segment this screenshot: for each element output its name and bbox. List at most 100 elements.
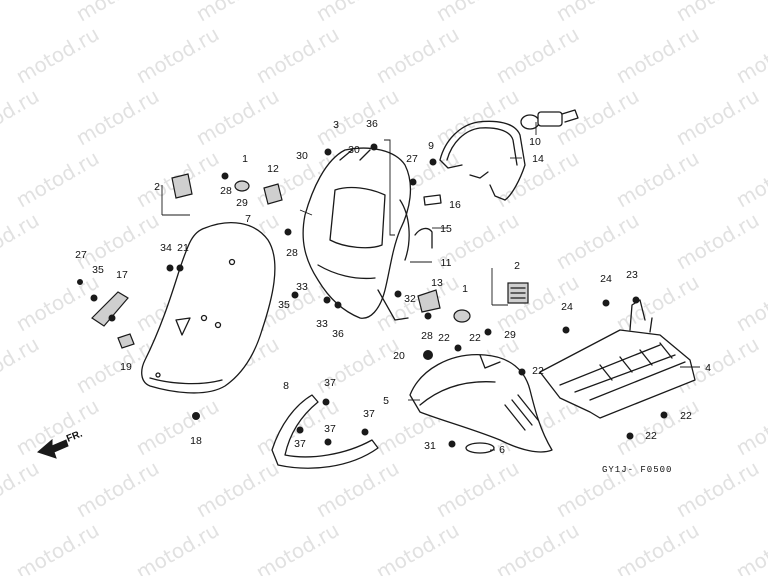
watermark-text: motod.ru <box>612 22 703 89</box>
watermark-text: motod.ru <box>192 456 283 523</box>
watermark-text: motod.ru <box>72 208 163 275</box>
watermark-text: motod.ru <box>0 84 43 151</box>
callout-13: 13 <box>431 277 443 289</box>
clip-19-part <box>117 333 135 349</box>
watermark-text: motod.ru <box>732 270 768 337</box>
watermark-text: motod.ru <box>252 22 343 89</box>
callout-28: 28 <box>220 185 232 197</box>
callout-8: 8 <box>283 380 289 392</box>
callout-37b: 37 <box>363 408 375 420</box>
watermark-text: motod.ru <box>0 0 43 26</box>
callout-23: 23 <box>626 269 638 281</box>
callout-37c: 37 <box>294 438 306 450</box>
watermark-text: motod.ru <box>552 84 643 151</box>
callout-15: 15 <box>440 223 452 235</box>
watermark-text: motod.ru <box>672 456 763 523</box>
watermark-text: motod.ru <box>372 22 463 89</box>
callout-32: 33 <box>316 318 328 330</box>
callout-19: 19 <box>120 361 132 373</box>
callout-37a: 37 <box>324 377 336 389</box>
callout-25: 27 <box>406 153 418 165</box>
watermark-text: motod.ru <box>72 456 163 523</box>
watermark-text: motod.ru <box>492 518 583 576</box>
front-cover-part <box>141 222 276 394</box>
watermark-text: motod.ru <box>432 0 523 26</box>
callout-30b: 31 <box>424 440 436 452</box>
watermark-text: motod.ru <box>132 518 223 576</box>
callout-24b: 24 <box>561 301 573 313</box>
callout-28c: 29 <box>504 329 516 341</box>
cap-1b-part <box>453 309 471 323</box>
watermark-text: motod.ru <box>612 518 703 576</box>
cap-1-part <box>234 180 250 192</box>
callout-26: 27 <box>75 249 87 261</box>
callout-22b: 22 <box>469 332 481 344</box>
callout-12: 12 <box>267 163 279 175</box>
callout-31: 32 <box>404 293 416 305</box>
callout-22d: 22 <box>680 410 692 422</box>
callout-16: 16 <box>449 199 461 211</box>
watermark-text: motod.ru <box>72 84 163 151</box>
watermark-text: motod.ru <box>432 456 523 523</box>
callout-32-upper: 33 <box>296 281 308 293</box>
callout-36: 36 <box>366 118 378 130</box>
watermark-text: motod.ru <box>372 518 463 576</box>
callout-2b: 2 <box>514 260 520 272</box>
leader-lines <box>161 122 700 451</box>
callout-1: 1 <box>242 153 248 165</box>
callout-9: 9 <box>428 140 434 152</box>
callout-29: 30 <box>296 150 308 162</box>
callout-14: 14 <box>532 153 544 165</box>
plate-16-part <box>423 194 442 206</box>
watermark-text: motod.ru <box>12 22 103 89</box>
watermark-text: motod.ru <box>192 84 283 151</box>
watermark-text: motod.ru <box>732 22 768 89</box>
watermark-text: motod.ru <box>432 84 523 151</box>
watermark-text: motod.ru <box>12 270 103 337</box>
callout-17: 17 <box>116 269 128 281</box>
trim-strip-part <box>271 394 379 469</box>
diagram-code: GY1J- F0500 <box>602 465 672 475</box>
callout-35b: 36 <box>332 328 344 340</box>
rod-15-part <box>414 227 433 249</box>
watermark-text: motod.ru <box>612 146 703 213</box>
emblem-2b-part <box>507 282 529 304</box>
callout-33: 34 <box>160 242 172 254</box>
callout-labels: 2 1 28 29 12 3 36 30 30 9 27 10 14 16 15… <box>75 118 711 456</box>
watermark-text: motod.ru <box>192 0 283 26</box>
callout-10: 10 <box>529 136 541 148</box>
watermark-text: motod.ru <box>12 518 103 576</box>
emblem-2-part <box>171 173 193 199</box>
watermark-text: motod.ru <box>12 146 103 213</box>
watermark-text: motod.ru <box>0 208 43 275</box>
callout-30: 30 <box>348 144 360 156</box>
watermark-text: motod.ru <box>492 22 583 89</box>
floor-panel-part <box>539 299 696 419</box>
callout-2: 2 <box>154 181 160 193</box>
nut-20-part <box>423 350 433 360</box>
callout-28b: 29 <box>236 197 248 209</box>
bracket-13-part <box>417 289 441 313</box>
callout-20: 20 <box>393 350 405 362</box>
watermark-text: motod.ru <box>0 332 43 399</box>
callout-22c: 22 <box>532 365 544 377</box>
key-cylinder-part <box>520 109 579 130</box>
inner-cover-part <box>302 147 412 321</box>
bracket-17-part <box>91 291 129 327</box>
callout-22a: 22 <box>438 332 450 344</box>
callout-5: 5 <box>383 395 389 407</box>
callout-21: 21 <box>177 242 189 254</box>
watermark-text: motod.ru <box>312 0 403 26</box>
fasteners <box>77 143 668 448</box>
watermark-text: motod.ru <box>72 0 163 26</box>
callout-3: 3 <box>333 119 339 131</box>
callout-22e: 22 <box>645 430 657 442</box>
watermark-text: motod.ru <box>732 394 768 461</box>
callout-1b: 1 <box>462 283 468 295</box>
callout-7: 7 <box>245 213 251 225</box>
grommet-12-part <box>263 183 283 205</box>
callout-6: 6 <box>499 444 505 456</box>
lower-cover-part <box>409 354 553 453</box>
